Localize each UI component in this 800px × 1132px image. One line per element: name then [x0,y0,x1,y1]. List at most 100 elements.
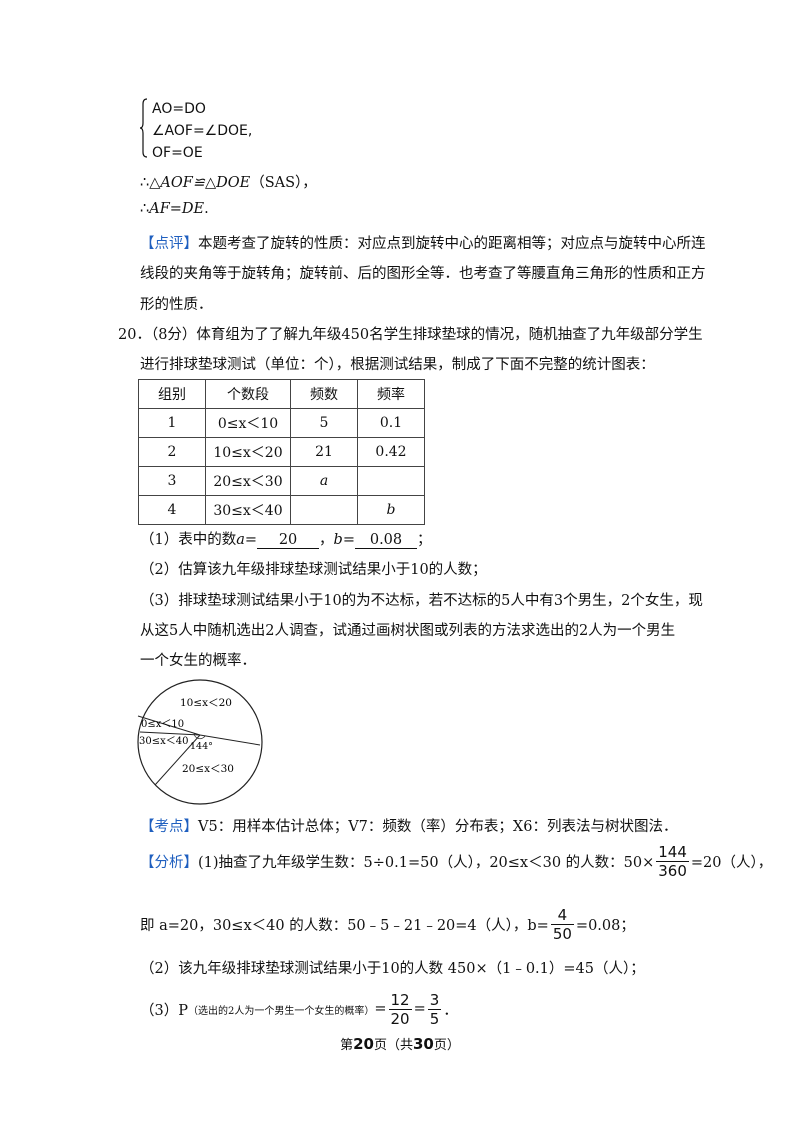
analysis-text: (1)抽查了九年级学生数：5÷0.1=50（人），20≤x＜30 的人数：50× [198,854,655,871]
table-header: 频数 [290,379,358,409]
part-3-line-1: （3）排球垫球测试结果小于10的为不达标，若不达标的5人中有3个男生，2个女生，… [140,593,703,609]
page-number: 20 [353,1035,374,1053]
brace-line-2: ∠AOF=∠DOE, [152,123,253,139]
comment-tag: 【点评】 [140,236,198,252]
table-cell: 0.1 [357,408,425,438]
left-brace-icon [140,98,148,158]
proof-conclusion-2: ∴AF=DE. [140,201,209,217]
kaodian-text: V5：用样本估计总体；V7：频数（率）分布表；X6：列表法与树状图法． [198,819,678,835]
numerator: 3 [427,990,442,1010]
comment-text: 本题考查了旋转的性质：对应点到旋转中心的距离相等；对应点与旋转中心所连 [198,236,706,252]
table-cell: a [290,466,358,496]
numerator: 4 [550,906,574,925]
table-row: 4 30≤x＜40 b [138,495,425,525]
analysis-text: =20（人）， [690,854,773,871]
equals: = [342,532,355,548]
table-cell: 0.42 [357,437,425,467]
therefore-symbol: ∴ [140,175,150,191]
pie-label-30-40: 30≤x＜40 [139,736,188,747]
table-cell: 4 [138,495,206,525]
page-footer: 第20页（共30页） [0,1034,800,1053]
part-3-line-3: 一个女生的概率． [140,653,256,669]
table-header: 个数段 [205,379,291,409]
pie-label-10-20: 10≤x＜20 [180,697,232,709]
footer-text: 页） [433,1038,460,1053]
analysis-line-3: （2）该九年级排球垫球测试结果小于10的人数 450×（1﹣0.1）=45（人）… [140,961,645,977]
comment-line-1: 【点评】本题考查了旋转的性质：对应点到旋转中心的距离相等；对应点与旋转中心所连 [140,232,706,253]
semicolon: ； [417,532,432,548]
table-cell: 20≤x＜30 [205,466,291,496]
pie-label-0-10: 0≤x＜10 [141,719,184,730]
brace-line-1: AO=DO [152,101,206,117]
pie-radius [137,715,201,736]
table-cell: 2 [138,437,206,467]
table-row: 2 10≤x＜20 21 0.42 [138,437,425,467]
equals: = [244,532,258,548]
footer-text: 第 [340,1038,354,1053]
comment-line-3: 形的性质． [140,297,213,313]
table-header: 频率 [357,379,425,409]
numerator: 12 [388,990,412,1010]
footer-text: 页（共 [373,1038,413,1053]
table-cell: 10≤x＜20 [205,437,291,467]
table-cell: b [357,495,425,525]
comma: ， [319,532,334,548]
pie-label-angle: 144° [190,741,213,752]
analysis-text: 即 a=20，30≤x＜40 的人数：50﹣5﹣21﹣20=4（人），b= [140,917,549,934]
table-header: 组别 [138,379,206,409]
table-cell: 5 [290,408,358,438]
part-1-text: （1）表中的数 [140,532,237,548]
part-3-line-2: 从这5人中随机选出2人调查，试通过画树状图或列表的方法求选出的2人为一个男生 [140,623,676,639]
question-number: 20． [118,327,151,343]
pie-radius [199,734,261,746]
pie-chart-figure: 10≤x＜20 0≤x＜10 30≤x＜40 144° 20≤x＜30 [137,679,263,805]
pie-radius [139,731,201,736]
pie-circle [137,679,263,805]
kaodian-tag: 【考点】 [140,819,198,835]
analysis-line-1: 【分析】(1)抽查了九年级学生数：5÷0.1=50（人），20≤x＜30 的人数… [140,842,772,880]
comment-line-2: 线段的夹角等于旋转角；旋转前、后的图形全等．也考查了等腰直角三角形的性质和正方 [140,266,706,282]
denominator: 20 [390,1009,410,1028]
table-cell: 1 [138,408,206,438]
frequency-table: 组别 个数段 频数 频率 1 0≤x＜10 5 0.1 2 10≤x＜20 21… [138,379,425,525]
question-line-2: 进行排球垫球测试（单位：个），根据测试结果，制成了下面不完整的统计图表： [140,357,655,373]
period: ． [443,1002,458,1019]
period: . [204,201,209,217]
answer-a: 20 [257,532,320,549]
congruence-statement: △AOF≌△DOE [149,175,251,191]
table-row: 3 20≤x＜30 a [138,466,425,496]
var-b: b [333,532,343,548]
table-row: 1 0≤x＜10 5 0.1 [138,408,425,438]
analysis-tag: 【分析】 [140,854,198,871]
probability-subscript: （选出的2人为一个男生一个女生的概率） [187,1005,375,1017]
table-cell [357,466,425,496]
proof-conclusion-1: ∴△AOF≌△DOE（SAS）， [140,171,317,192]
question-text: （8分）体育组为了了解九年级450名学生排球垫球的情况，随机抽查了九年级部分学生 [150,327,703,343]
table-cell: 0≤x＜10 [205,408,291,438]
equality-statement: AF=DE [149,201,205,217]
var-a: a [236,532,245,548]
table-cell: 30≤x＜40 [205,495,291,525]
table-cell [290,495,358,525]
congruence-reason: （SAS）， [250,175,317,191]
table-cell: 21 [290,437,358,467]
total-pages: 30 [413,1035,434,1053]
question-line-1: 20．（8分）体育组为了了解九年级450名学生排球垫球的情况，随机抽查了九年级部… [118,323,703,344]
table-header-row: 组别 个数段 频数 频率 [138,379,425,409]
probability-p: （3）P [140,1002,188,1019]
denominator: 50 [552,924,572,943]
therefore-symbol: ∴ [140,201,150,217]
table-cell: 3 [138,466,206,496]
equals: = [374,1001,387,1017]
brace-line-3: OF=OE [152,145,203,161]
denominator: 360 [658,861,687,880]
part-1: （1）表中的数a=20，b=0.08； [140,528,432,549]
numerator: 144 [656,842,689,862]
pie-label-20-30: 20≤x＜30 [182,763,234,775]
answer-b: 0.08 [355,532,417,549]
